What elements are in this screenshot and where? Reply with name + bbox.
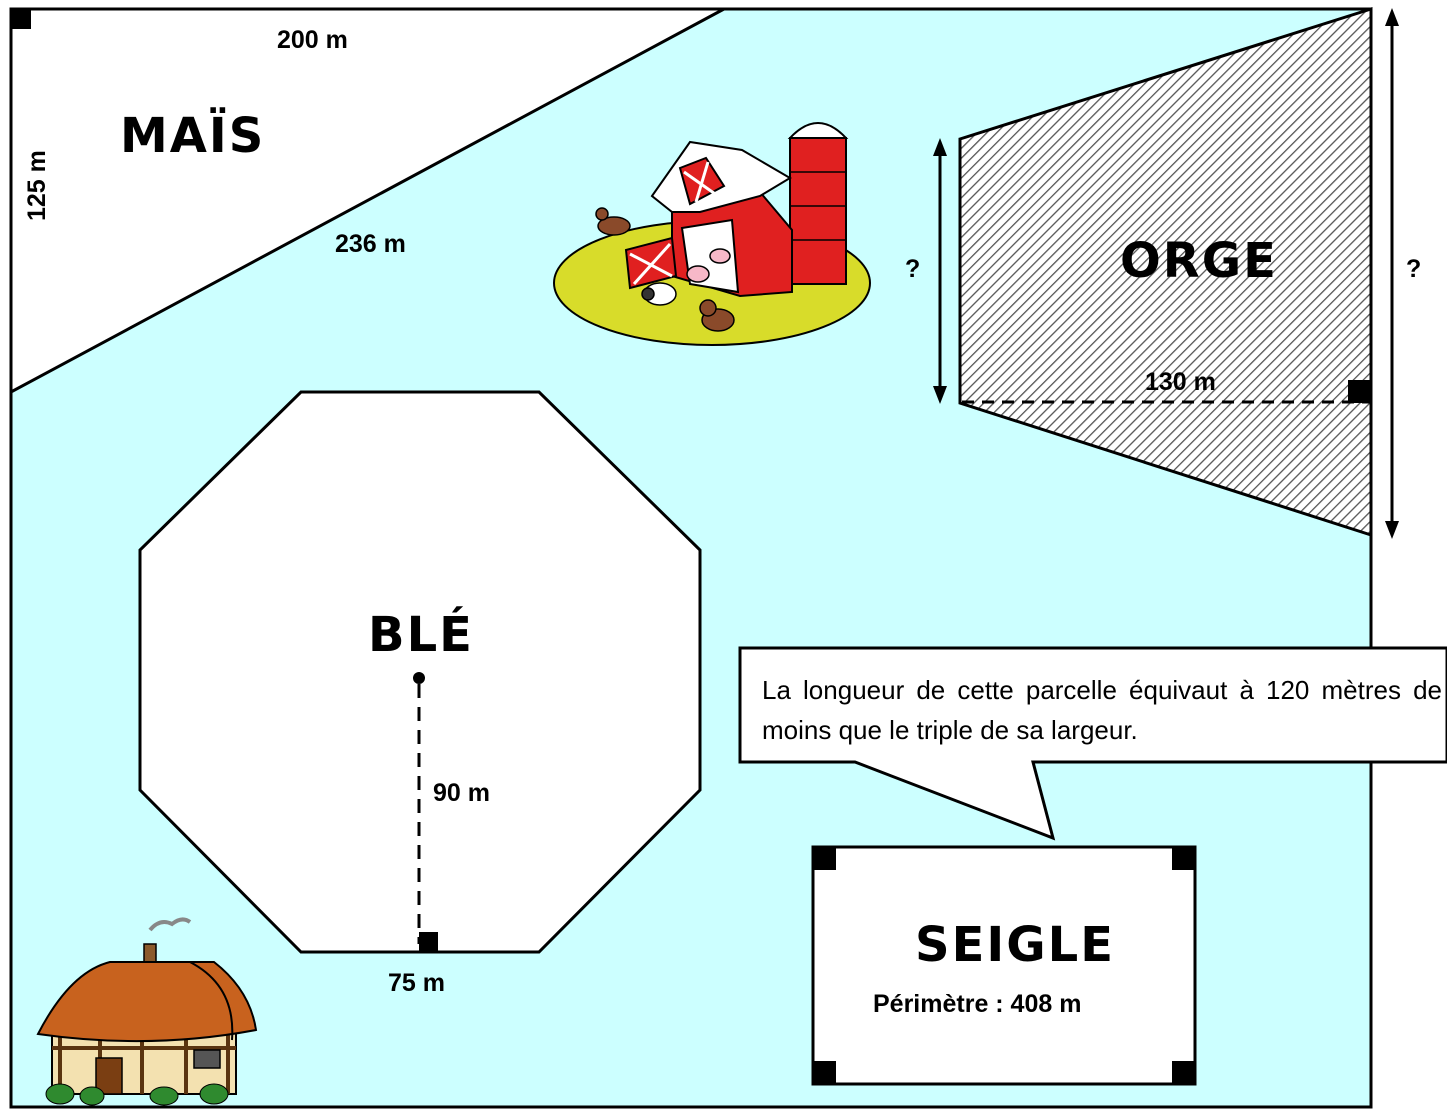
seigle-corner-marker: [813, 1061, 836, 1084]
orge-right-height-arrow: [1385, 8, 1399, 539]
seigle-perimeter-label: Périmètre : 408 m: [873, 990, 1081, 1018]
orge-title: ORGE: [1120, 233, 1278, 289]
orge-left-height-arrow: [933, 138, 947, 404]
ble-right-angle-marker: [419, 932, 438, 952]
mais-right-angle-marker: [11, 9, 31, 29]
seigle-speech-bubble-text: La longueur de cette parcelle équivaut à…: [762, 675, 1442, 745]
seigle-title: SEIGLE: [915, 917, 1115, 973]
seigle-corner-marker: [1172, 847, 1195, 870]
seigle-corner-marker: [1172, 1061, 1195, 1084]
orge-right-height-label: ?: [1406, 255, 1421, 283]
mais-plot: [9, 7, 725, 395]
ble-title: BLÉ: [368, 606, 474, 663]
orge-right-angle-marker: [1348, 380, 1371, 403]
ble-plot: [138, 390, 702, 954]
mais-left-label: 125 m: [23, 150, 51, 221]
orge-left-height-label: ?: [905, 255, 920, 283]
mais-title: MAÏS: [120, 107, 265, 164]
mais-diagonal-label: 236 m: [335, 230, 406, 258]
orge-base-label: 130 m: [1145, 368, 1216, 396]
seigle-plot: [811, 845, 1197, 1086]
barn-with-silo-and-animals-icon: [553, 122, 871, 346]
cottage-with-chimney-icon: [36, 917, 258, 1106]
mais-top-label: 200 m: [277, 26, 348, 54]
seigle-corner-marker: [813, 847, 836, 870]
speech-bubble: [738, 646, 1447, 841]
ble-side-label: 75 m: [388, 969, 445, 997]
ble-apothem-label: 90 m: [433, 779, 490, 807]
ble-center-point: [413, 672, 425, 684]
